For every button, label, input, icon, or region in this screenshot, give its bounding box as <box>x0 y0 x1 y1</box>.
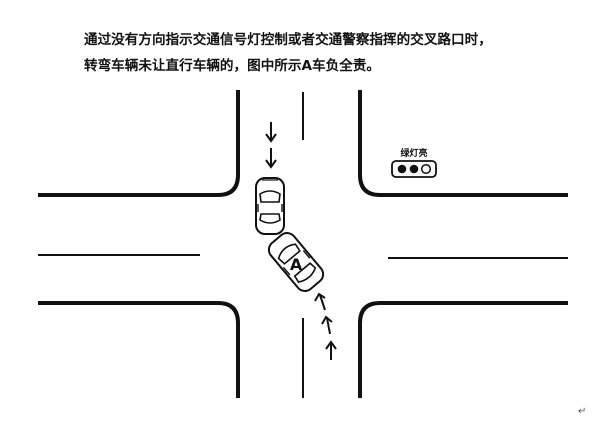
road-edge-top-left <box>38 90 240 197</box>
arrow-down-icon <box>265 148 277 169</box>
arrow-up-icon <box>314 292 326 311</box>
car-a-label: A <box>290 255 303 274</box>
traffic-signal: 绿灯亮 <box>391 147 437 178</box>
caption-line-1: 通过没有方向指示交通信号灯控制或者交通警察指挥的交叉路口时， <box>84 32 492 48</box>
road-edge-bottom-right <box>358 301 568 398</box>
signal-light-red-icon <box>397 164 407 174</box>
road-edge-bottom-left <box>38 301 240 398</box>
turning-car-a: A <box>267 232 325 292</box>
caption-line-2: 转弯车辆未让直行车辆的，图中所示A车负全责。 <box>84 58 380 74</box>
signal-light-green-icon <box>420 163 432 175</box>
paragraph-mark-icon: ↵ <box>578 406 587 417</box>
signal-light-yellow-icon <box>409 164 419 174</box>
arrow-up-icon <box>325 340 337 360</box>
diagram-caption: 通过没有方向指示交通信号灯控制或者交通警察指挥的交叉路口时， 转弯车辆未让直行车… <box>84 27 564 79</box>
arrows-northbound <box>314 292 337 360</box>
straight-car <box>255 177 285 235</box>
arrow-down-icon <box>265 122 277 143</box>
arrow-up-icon <box>321 315 333 335</box>
signal-label: 绿灯亮 <box>400 147 427 159</box>
arrows-southbound <box>265 122 277 169</box>
road-edge-top-right <box>358 90 568 197</box>
